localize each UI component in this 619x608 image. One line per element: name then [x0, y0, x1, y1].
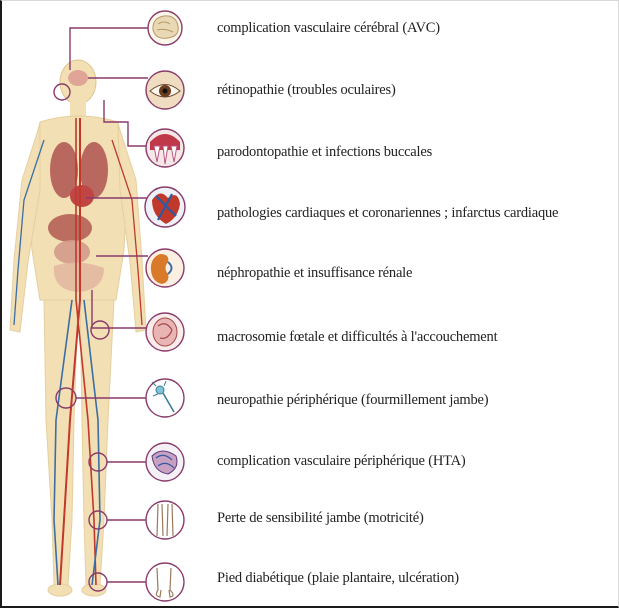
label-vasculaire-peripherique: complication vasculaire périphérique (HT…: [217, 452, 466, 470]
kidney-icon: [146, 249, 184, 287]
blood-vessels-icon: [146, 443, 184, 481]
label-retinopathie: rétinopathie (troubles oculaires): [217, 81, 396, 99]
label-neuropathie: neuropathie périphérique (fourmillement …: [217, 391, 488, 409]
nerve-icon: [146, 379, 184, 417]
label-perte-sensibilite: Perte de sensibilité jambe (motricité): [217, 509, 424, 527]
eye-icon: [146, 71, 184, 109]
label-pied-diabetique: Pied diabétique (plaie plantaire, ulcéra…: [217, 569, 459, 587]
heart-icon: [145, 187, 185, 227]
brain-icon: [148, 11, 182, 45]
label-macrosomie: macrosomie fœtale et difficultés à l'acc…: [217, 328, 497, 346]
icon-circles: [145, 11, 185, 601]
label-cardiaque: pathologies cardiaques et coronariennes …: [217, 204, 558, 222]
legs-icon: [146, 501, 184, 539]
label-parodontopathie: parodontopathie et infections buccales: [217, 143, 432, 161]
feet-icon: [146, 563, 184, 601]
teeth-icon: [146, 129, 184, 167]
label-nephropathie: néphropathie et insuffisance rénale: [217, 264, 412, 282]
label-avc: complication vasculaire cérébral (AVC): [217, 19, 440, 37]
fetus-icon: [146, 313, 184, 351]
